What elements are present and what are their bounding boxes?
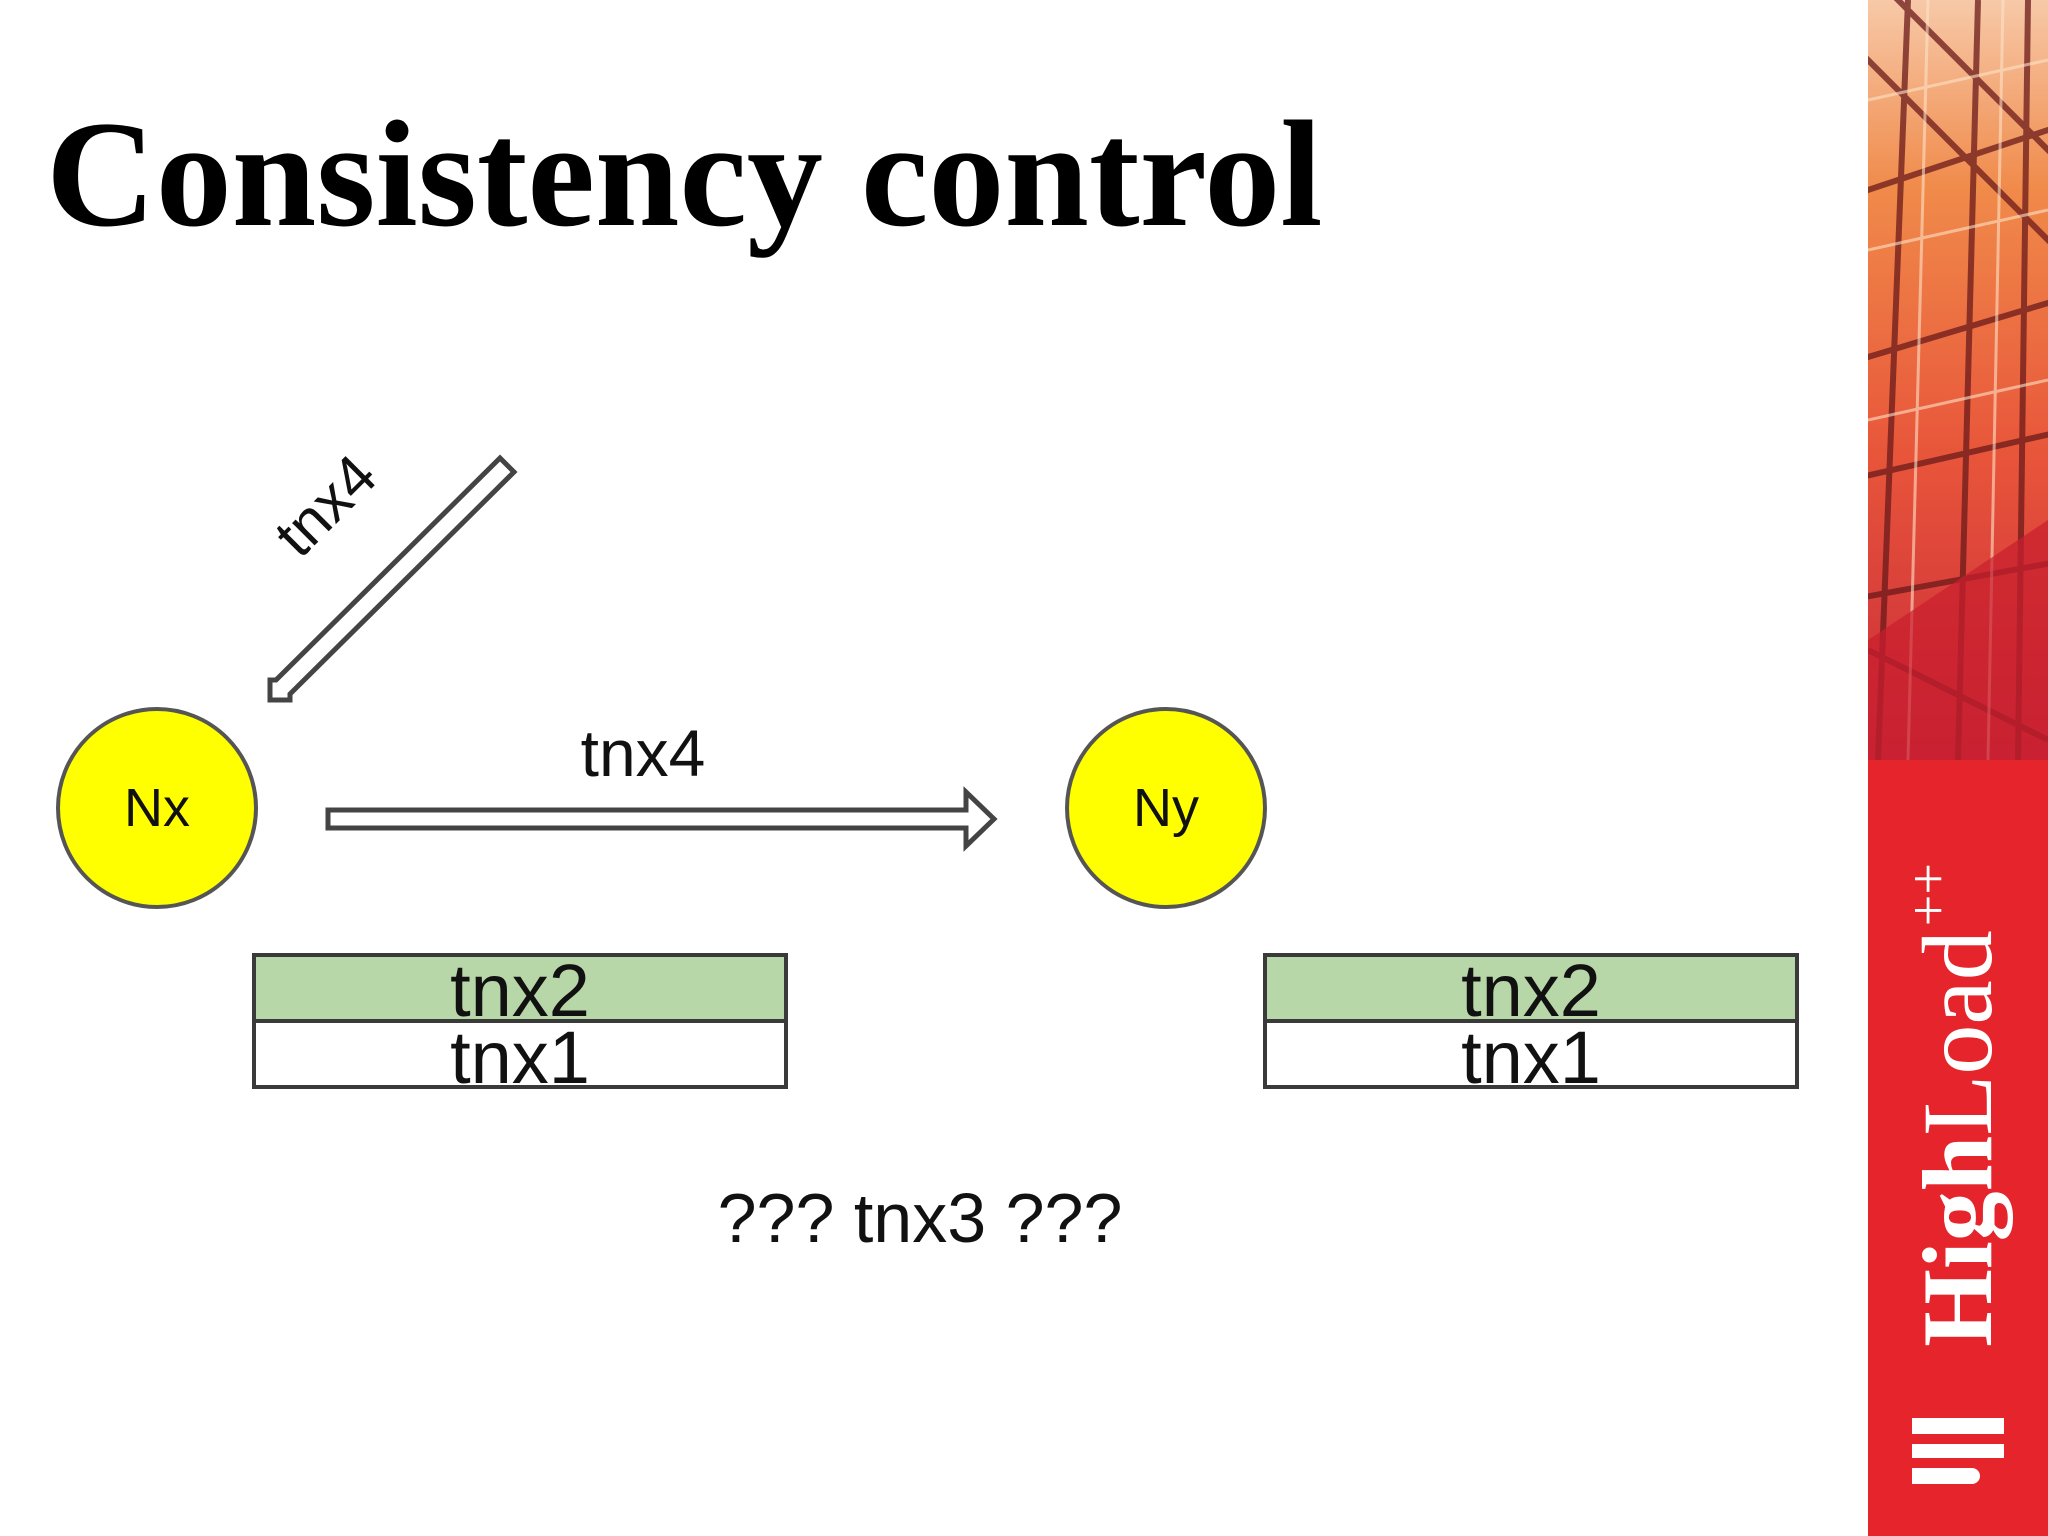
brand-plus-superscript: ++ — [1898, 863, 1960, 927]
log-row-label: tnx1 — [450, 1016, 590, 1099]
log-row — [1263, 1019, 1799, 1089]
brand-side-panel: High Load ++ — [1868, 0, 2048, 1536]
slide-title: Consistency control — [46, 90, 1323, 258]
log-row-highlight — [252, 953, 788, 1023]
highload-logo-icon — [1912, 1418, 2004, 1484]
replication-arrow — [325, 786, 998, 852]
node-nx-label: Nx — [124, 778, 190, 838]
node-nx — [56, 707, 258, 909]
node-ny — [1065, 707, 1267, 909]
log-table-nx: tnx2 tnx1 — [252, 949, 788, 1099]
brand-block — [1868, 760, 2048, 1536]
brand-word-high: High — [1902, 1135, 2013, 1347]
slide-canvas: Consistency control tnx4 tnx4 Nx Ny tnx2… — [46, 90, 1799, 1257]
incoming-arrow-label: tnx4 — [262, 442, 390, 570]
consistency-diagram: tnx4 tnx4 Nx Ny tnx2 tnx1 tnx2 tnx1 ??? … — [56, 442, 1799, 1257]
log-row-label: tnx1 — [1461, 1016, 1601, 1099]
node-ny-label: Ny — [1133, 778, 1199, 838]
log-row — [252, 1019, 788, 1089]
log-row-label: tnx2 — [1461, 949, 1601, 1032]
log-row-highlight — [1263, 953, 1799, 1023]
log-row-label: tnx2 — [450, 949, 590, 1032]
abstract-architecture-art — [1868, 0, 2048, 760]
replication-arrow-label: tnx4 — [581, 716, 706, 790]
brand-wordmark: High Load ++ — [1898, 863, 2013, 1347]
incoming-arrow — [267, 454, 518, 703]
brand-word-load: Load — [1902, 930, 2013, 1136]
log-table-ny: tnx2 tnx1 — [1263, 949, 1799, 1099]
unknown-transaction-text: ??? tnx3 ??? — [718, 1179, 1123, 1257]
